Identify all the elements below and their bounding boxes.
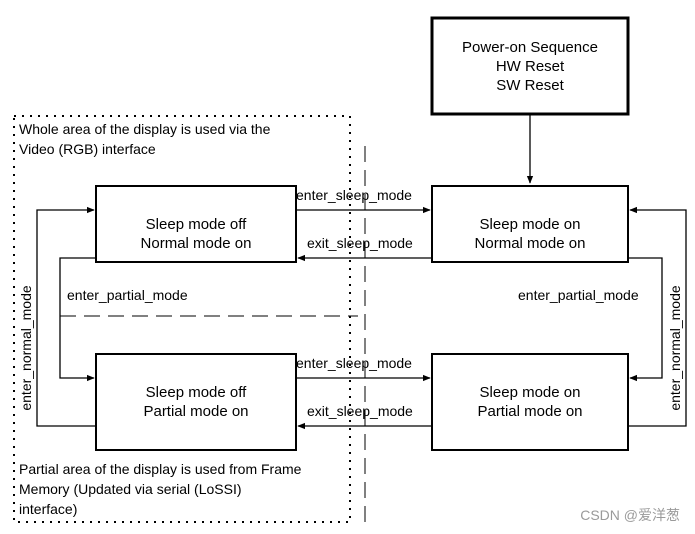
partial-area-line-3: interface) bbox=[19, 501, 77, 517]
enter-partial-arrow-left bbox=[59, 257, 96, 382]
state-sleep-on-partial-on bbox=[431, 353, 629, 451]
enter-partial-label-right: enter_partial_mode bbox=[518, 287, 639, 303]
enter-normal-arrow-left bbox=[36, 206, 96, 427]
power-on-line-2: HW Reset bbox=[496, 58, 565, 75]
left-region-dotted-border bbox=[13, 115, 351, 523]
state-sleep-on-normal-line-1: Sleep mode on bbox=[480, 216, 581, 233]
state-sleep-off-normal-line-2: Normal mode on bbox=[141, 235, 252, 252]
enter-normal-label-right: enter_normal_mode bbox=[667, 285, 683, 411]
partial-area-line-1: Partial area of the display is used from… bbox=[19, 461, 302, 477]
state-sleep-on-normal-line-2: Normal mode on bbox=[475, 235, 586, 252]
state-sleep-on-partial-line-2: Partial mode on bbox=[477, 403, 582, 420]
state-sleep-off-partial-line-2: Partial mode on bbox=[143, 403, 248, 420]
whole-area-line-2: Video (RGB) interface bbox=[19, 141, 156, 157]
enter-normal-label-left: enter_normal_mode bbox=[18, 285, 34, 411]
power-on-box bbox=[430, 16, 630, 116]
power-on-line-3: SW Reset bbox=[496, 77, 564, 94]
enter-partial-label-left: enter_partial_mode bbox=[67, 287, 188, 303]
enter-partial-arrow-right bbox=[628, 257, 663, 382]
enter-normal-arrow-right bbox=[628, 206, 687, 427]
state-sleep-off-partial-on bbox=[95, 353, 297, 451]
exit-sleep-label-top: exit_sleep_mode bbox=[307, 235, 413, 251]
state-sleep-off-normal-line-1: Sleep mode off bbox=[146, 216, 247, 233]
enter-sleep-label-top: enter_sleep_mode bbox=[296, 187, 412, 203]
watermark-text: CSDN @爱洋葱 bbox=[580, 507, 680, 523]
partial-area-line-2: Memory (Updated via serial (LoSSI) bbox=[19, 481, 242, 497]
power-on-line-1: Power-on Sequence bbox=[462, 39, 598, 56]
exit-sleep-label-bottom: exit_sleep_mode bbox=[307, 403, 413, 419]
state-sleep-on-partial-line-1: Sleep mode on bbox=[480, 384, 581, 401]
whole-area-line-1: Whole area of the display is used via th… bbox=[19, 121, 271, 137]
enter-sleep-label-bottom: enter_sleep_mode bbox=[296, 355, 412, 371]
state-sleep-off-normal-on bbox=[95, 185, 297, 263]
state-sleep-off-partial-line-1: Sleep mode off bbox=[146, 384, 247, 401]
state-sleep-on-normal-on bbox=[431, 185, 629, 263]
